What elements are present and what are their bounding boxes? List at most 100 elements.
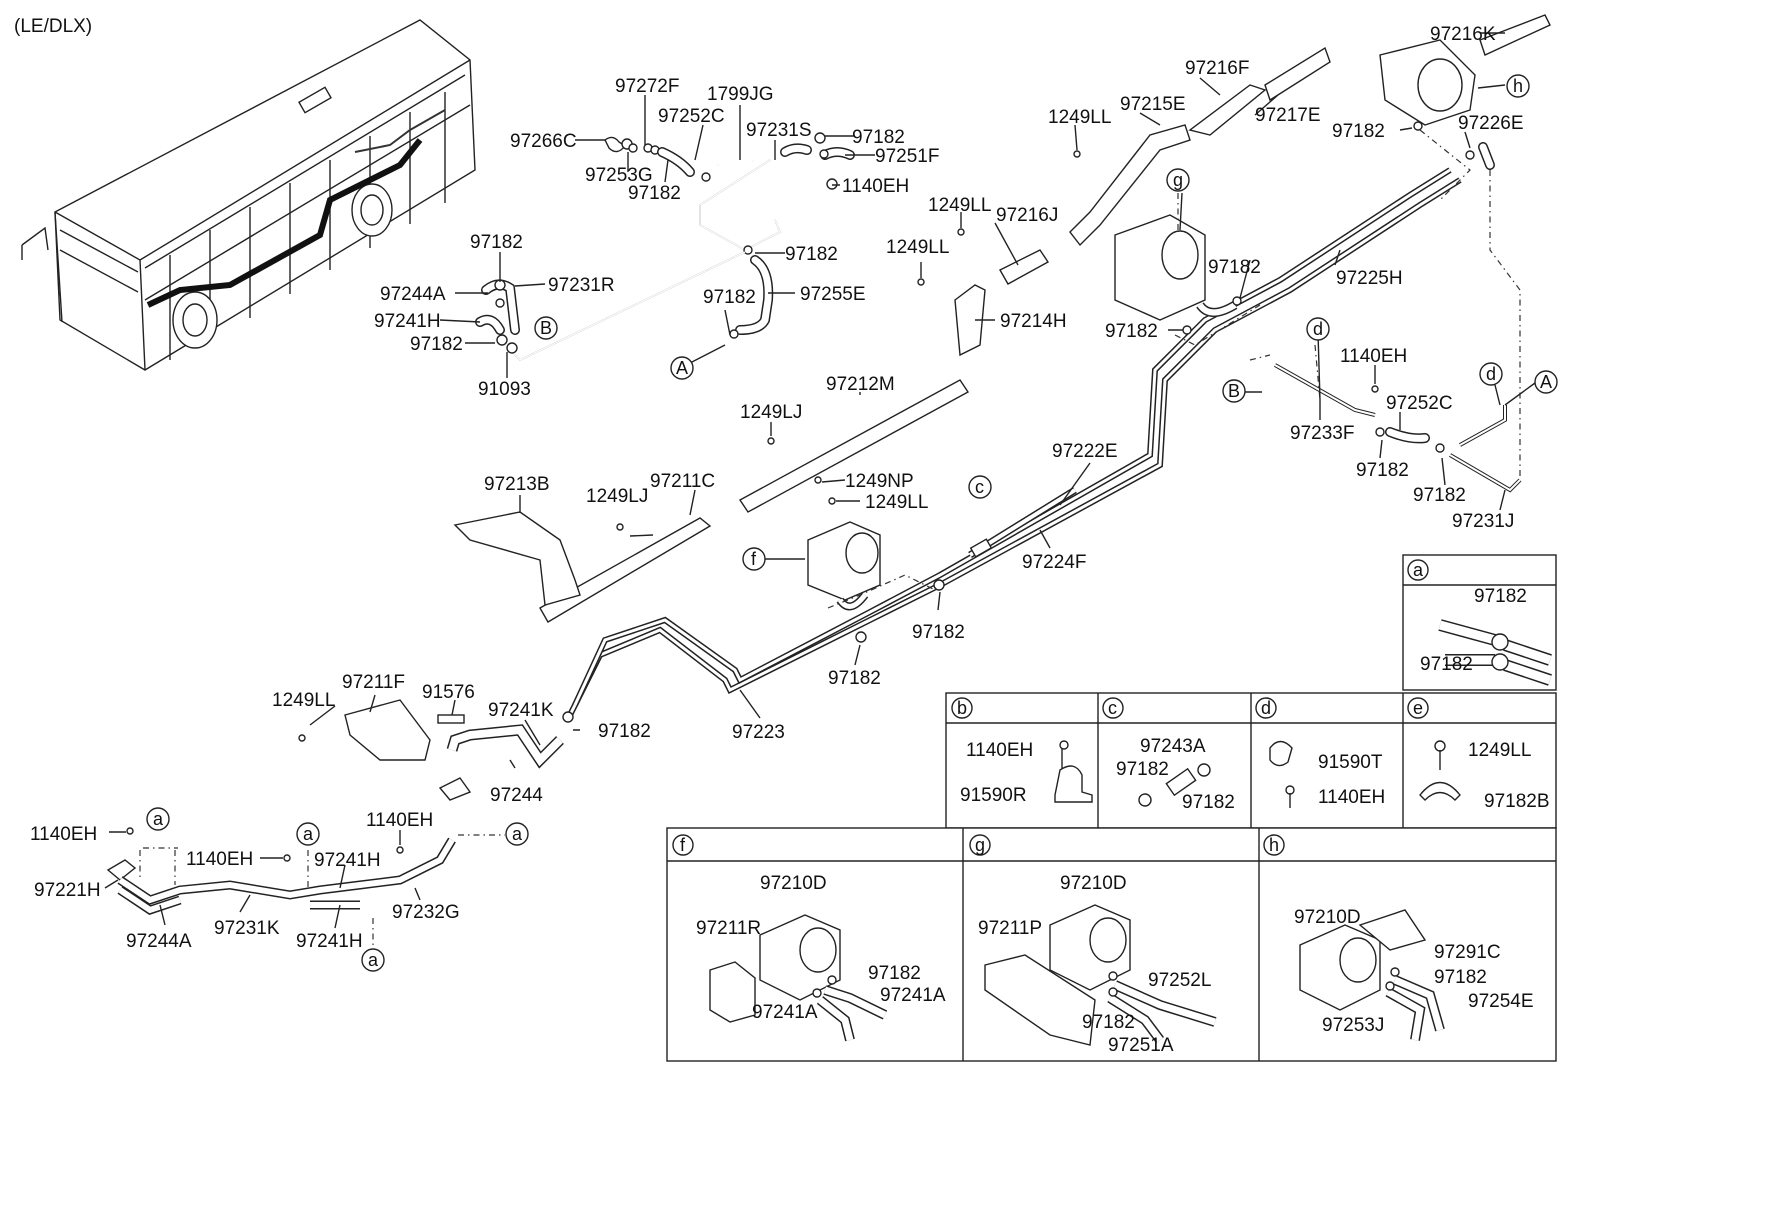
part-label: 97182 [1356,460,1409,481]
part-label: 97241K [488,700,554,721]
detail-a-part-2: 97182 [1420,654,1473,675]
part-label: 97221H [34,880,101,901]
part-label: 97214H [1000,311,1067,332]
part-label: 97232G [392,902,460,923]
part-label: 1249LJ [740,402,802,423]
svg-text:a: a [1413,560,1424,580]
part-label: 97182 [628,183,681,204]
detail-d-part-1: 91590T [1318,752,1383,773]
detail-f-part-2: 97211R [696,918,761,939]
detail-h-part-5: 97253J [1322,1015,1384,1036]
part-label: 97182 [410,334,463,355]
marker-b-right: B [1228,381,1240,401]
marker-b-left: B [540,318,552,338]
part-label: 97216F [1185,58,1249,79]
part-label: 97231K [214,918,280,939]
part-label: 97182 [852,127,905,148]
detail-e-part-2: 97182B [1484,791,1550,812]
detail-f-part-4: 97241A [880,985,946,1006]
detail-row-fgh: f g h 97210D 97211R 97182 97241A 97241A … [666,827,1557,1062]
part-label: 97266C [510,131,577,152]
part-label: 97252C [658,106,725,127]
part-label: 97182 [1105,321,1158,342]
top-hoses [514,132,855,361]
part-label: 97182 [470,232,523,253]
detail-c-part-2: 97182 [1116,759,1169,780]
rear-heater-area [1379,14,1551,480]
leader-lines [104,32,1536,929]
part-label: 97244A [126,931,192,952]
part-label: 97231J [1452,511,1514,532]
part-label: 97226E [1458,113,1524,134]
detail-h-part-3: 97182 [1434,967,1487,988]
part-label: 97222E [1052,441,1118,462]
right-section [1249,344,1522,493]
main-pipe-run [562,167,1462,723]
duct-assembly-upper [453,46,1331,623]
detail-f-part-3: 97182 [868,963,921,984]
part-label: 97223 [732,722,785,743]
reference-markers: A B B A d d c f g h a a a a [146,74,1558,972]
part-label: 1140EH [842,176,909,197]
heater-g-area [1114,193,1261,346]
marker-a-2: a [303,824,314,844]
part-label: 97182 [828,668,881,689]
part-label: 97182 [912,622,965,643]
part-label: 97251F [875,146,939,167]
part-label: 1249NP [845,471,914,492]
marker-h: h [1513,76,1523,96]
part-label: 97255E [800,284,866,305]
part-label: 97216K [1430,24,1496,45]
svg-text:b: b [957,698,967,718]
marker-d-2: d [1486,364,1496,384]
svg-text:g: g [975,835,985,855]
part-label: 91576 [422,682,475,703]
part-label: 97241H [374,311,441,332]
part-label: 97182 [785,244,838,265]
marker-a-upper: A [676,358,688,378]
part-label: 97231S [746,120,812,141]
detail-b-part-2: 91590R [960,785,1027,806]
marker-a-4: a [368,950,379,970]
svg-text:e: e [1413,698,1423,718]
detail-f-part-1: 97210D [760,873,827,894]
marker-a-1: a [153,809,164,829]
part-label: 97217E [1255,105,1321,126]
variant-label: (LE/DLX) [14,16,92,37]
part-label: 97272F [615,76,679,97]
detail-c-part-3: 97182 [1182,792,1235,813]
part-label: 97241H [314,850,381,871]
part-label: 1140EH [1340,346,1407,367]
part-label: 1249LL [865,492,928,513]
part-label: 97182 [1208,257,1261,278]
detail-h-part-2: 97291C [1434,942,1501,963]
left-hose-cluster [475,279,520,354]
detail-g-part-1: 97210D [1060,873,1127,894]
part-label: 97231R [548,275,615,296]
part-label: 97182 [703,287,756,308]
svg-text:d: d [1261,698,1271,718]
detail-g-part-4: 97182 [1082,1012,1135,1033]
detail-h-part-1: 97210D [1294,907,1361,928]
part-label: 97225H [1336,268,1403,289]
detail-e-part-1: 1249LL [1468,740,1531,761]
heater-f-area [807,521,936,611]
detail-h-part-4: 97254E [1468,991,1534,1012]
svg-text:h: h [1269,835,1279,855]
part-label: 97241H [296,931,363,952]
marker-a-3: a [512,824,523,844]
part-label: 97211C [650,471,715,492]
part-label: 1249LL [272,690,335,711]
marker-d-1: d [1313,319,1323,339]
detail-row-bcde: b c d e 1140EH 91590R 97243A 97182 97182… [945,692,1557,829]
part-label: 97244 [490,785,543,806]
part-label: 97211F [342,672,405,693]
marker-c: c [975,477,984,497]
part-labels: 97272F 1799JG 97252C 97231S 97266C 97182… [30,24,1524,952]
front-bracket [344,699,564,801]
front-hoses [106,834,505,945]
part-label: 97182 [598,721,651,742]
svg-text:f: f [680,835,686,855]
part-label: 97216J [996,205,1058,226]
